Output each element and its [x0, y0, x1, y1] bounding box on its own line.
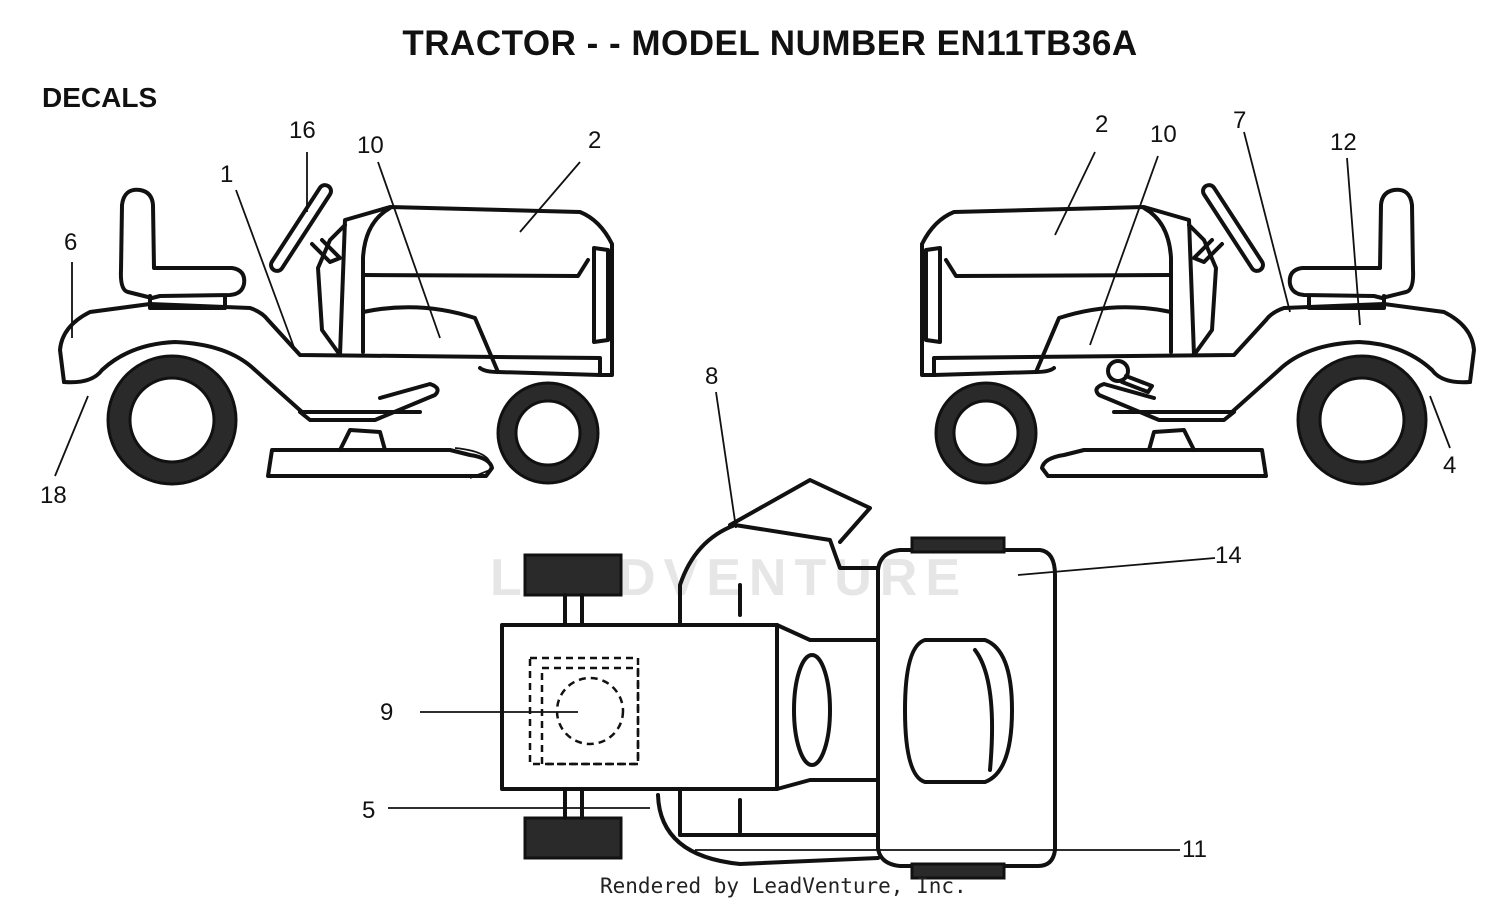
dash-top [775, 623, 880, 791]
seat-base-left [148, 294, 227, 310]
steering-column-left [310, 238, 342, 264]
frame-top [678, 787, 880, 837]
decal-outline-9-circle [555, 676, 625, 746]
leader-10b [1089, 155, 1159, 346]
seat-back-top [973, 648, 995, 772]
leader-18 [54, 395, 89, 477]
leader-12 [1346, 157, 1361, 326]
callout-14: 14 [1215, 542, 1242, 569]
tractor-top-view [388, 391, 1216, 880]
decal-outline-9-b [540, 666, 640, 766]
callout-4: 4 [1443, 452, 1456, 479]
callout-9: 9 [380, 699, 393, 726]
discharge-left [454, 447, 492, 479]
front-tire-top-upper [523, 553, 623, 597]
deck-hanger-left [338, 428, 387, 452]
leader-10a [377, 161, 441, 339]
tractor-left-view [54, 152, 614, 486]
rear-hub-left [128, 376, 216, 464]
section-heading: DECALS [42, 82, 158, 113]
leader-2b [1054, 151, 1096, 236]
cowl-top [678, 523, 880, 627]
steering-wheel-left [269, 183, 333, 273]
front-axle-top [563, 593, 584, 820]
footrest-left [298, 382, 440, 422]
leader-8 [715, 391, 737, 529]
leader-4 [1429, 395, 1451, 449]
hood-top [500, 623, 779, 791]
callout-12: 12 [1330, 129, 1357, 156]
callout-2a: 2 [588, 127, 601, 154]
dash-left [316, 223, 347, 357]
leader-7 [1243, 131, 1291, 313]
callout-5: 5 [362, 797, 375, 824]
callout-8: 8 [705, 363, 718, 390]
front-hub-left [514, 399, 582, 467]
footer-credit: Rendered by LeadVenture, Inc. [600, 874, 967, 898]
tractor-right-view [920, 183, 1476, 486]
engine-panel-left [361, 305, 500, 374]
lever-right [1120, 374, 1154, 394]
callout-18: 18 [40, 482, 67, 509]
hood-side-left [361, 206, 392, 354]
deck-edge-top [656, 793, 880, 866]
grille-left [592, 246, 610, 344]
seat-left [118, 187, 247, 300]
leader-2a [519, 161, 581, 233]
callout-16: 16 [289, 117, 316, 144]
rear-tire-top-lower [910, 862, 1006, 880]
rear-tire-top-upper [910, 536, 1006, 554]
callout-6: 6 [64, 229, 77, 256]
fuel-cap-right [1106, 359, 1130, 383]
body-lower-left [62, 340, 422, 414]
leader-14 [1017, 557, 1216, 576]
front-tire-top-lower [523, 816, 623, 860]
callout-10b: 10 [1150, 121, 1177, 148]
seat-top [903, 638, 1014, 784]
callout-10a: 10 [357, 132, 384, 159]
callout-11: 11 [1182, 836, 1207, 863]
hood-line-left [361, 258, 590, 278]
steering-wheel-top [728, 478, 872, 544]
rear-fender-left [58, 302, 602, 384]
page-title: TRACTOR - - MODEL NUMBER EN11TB36A [402, 24, 1138, 63]
hood-left [338, 205, 614, 377]
leader-1 [235, 189, 296, 351]
callout-1: 1 [220, 161, 233, 188]
callout-7: 7 [1233, 107, 1246, 134]
callout-2b: 2 [1095, 111, 1108, 138]
dash-oval-top [792, 653, 832, 767]
tractor-right-extras [1054, 131, 1451, 449]
mower-deck-left [266, 448, 494, 478]
